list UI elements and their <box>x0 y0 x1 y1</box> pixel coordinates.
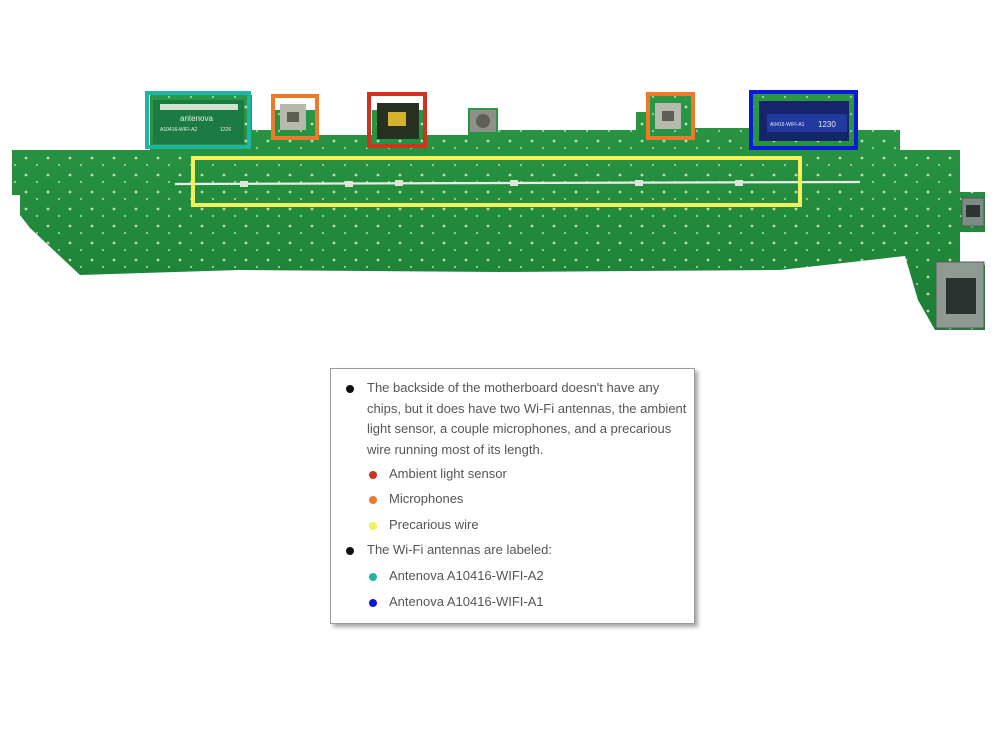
caption-intro: The backside of the motherboard doesn't … <box>367 380 687 457</box>
teal-bullet <box>369 573 377 581</box>
antenna-a2-brand: antenova <box>180 114 213 123</box>
highlight-ambient-light-sensor <box>367 92 427 148</box>
antenna-a1-part: A0416-WIFI-A1 <box>770 122 805 128</box>
highlight-microphone-right <box>646 92 695 140</box>
antenna-a2-code: 1226 <box>220 127 231 133</box>
highlight-microphone-left <box>271 94 319 140</box>
antenna-a2-part: A10416-WIFI-A2 <box>160 127 197 133</box>
orange-bullet <box>369 496 377 504</box>
antenna-a1-code: 1230 <box>818 120 836 129</box>
yellow-bullet <box>369 522 377 530</box>
legend-label: Antenova A10416-WIFI-A1 <box>389 594 544 609</box>
black-bullet <box>346 547 354 555</box>
legend-label: Antenova A10416-WIFI-A2 <box>389 568 544 583</box>
motherboard-photo: antenova A10416-WIFI-A2 1226 A0416-WIFI-… <box>12 90 985 330</box>
antennas-heading: The Wi-Fi antennas are labeled: <box>367 542 552 557</box>
highlight-antenna-a1 <box>749 90 858 150</box>
highlight-antenna-a2 <box>145 91 251 149</box>
black-bullet <box>346 385 354 393</box>
red-bullet <box>369 471 377 479</box>
blue-bullet <box>369 599 377 607</box>
caption-box: The backside of the motherboard doesn't … <box>330 368 695 624</box>
legend-label: Ambient light sensor <box>389 466 507 481</box>
legend-label: Microphones <box>389 491 464 506</box>
highlight-precarious-wire <box>191 156 802 207</box>
legend-label: Precarious wire <box>389 517 479 532</box>
